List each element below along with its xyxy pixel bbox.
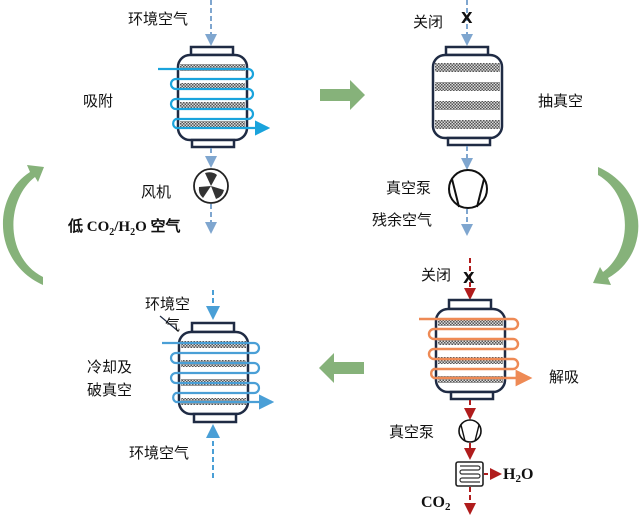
vessel-bottom-flange	[192, 412, 238, 424]
sorbent-bed	[435, 63, 500, 72]
water-label: H2O	[503, 467, 533, 485]
outlet-text: O 空气	[135, 219, 181, 235]
cooling-inlet-top-label-cont: 气	[165, 316, 181, 334]
evacuation-valve-label: 关闭	[413, 13, 444, 31]
desorption-stage-title: 解吸	[549, 368, 580, 386]
adsorption-stage-title: 吸附	[83, 92, 114, 110]
adsorption-inlet-label: 环境空气	[128, 10, 189, 28]
sorbent-bed	[435, 82, 500, 91]
valve-closed-icon: X	[461, 9, 473, 27]
adsorption-vessel	[158, 0, 271, 234]
sorbent-bed	[438, 338, 503, 345]
fan-icon	[193, 168, 229, 204]
vessel-bottom-flange	[190, 138, 236, 149]
desorption-vessel	[419, 258, 533, 515]
sorbent-bed	[438, 357, 503, 364]
cooling-coil	[162, 341, 275, 410]
outlet-text: /H	[114, 219, 131, 235]
vacuum-pump-icon	[458, 419, 482, 443]
heating-coil	[419, 317, 533, 387]
sorbent-bed	[180, 102, 245, 109]
cycle-arrow-left-icon	[2, 165, 44, 285]
cooling-coil	[158, 67, 271, 136]
sorbent-bed	[180, 64, 245, 71]
cooling-stage-title-line1: 冷却及	[87, 358, 133, 376]
vessel-bottom-flange	[446, 136, 492, 147]
arrow-left-icon	[319, 353, 364, 383]
vacuum-pump-label: 真空泵	[386, 179, 432, 197]
vacuum-pump-icon	[448, 169, 488, 209]
cycle-arrow-right-icon	[593, 167, 639, 285]
water-text: O	[520, 466, 534, 483]
fan-label: 风机	[141, 183, 172, 201]
cooling-inlet-bottom-label: 环境空气	[129, 444, 190, 462]
sorbent-bed	[181, 341, 246, 348]
label-leader-line	[159, 315, 179, 332]
adsorption-outlet-label: 低 CO2/H2O 空气	[68, 219, 181, 238]
sorbent-bed	[180, 83, 245, 90]
cooling-vessel	[159, 290, 275, 478]
arrow-right-icon	[320, 80, 365, 110]
condenser-icon	[455, 461, 484, 487]
vessel-bottom-flange	[449, 390, 495, 401]
cooling-inlet-top-label: 环境空	[145, 295, 191, 313]
residual-air-label: 残余空气	[372, 211, 433, 229]
water-subscript: 2	[515, 473, 521, 485]
vessel-top-flange	[190, 321, 236, 334]
co2-label: CO2	[421, 495, 451, 513]
cooling-stage-title-line2: 破真空	[87, 381, 133, 399]
vacuum-pump-label: 真空泵	[389, 423, 435, 441]
sorbent-bed	[438, 376, 503, 383]
evacuation-stage-title: 抽真空	[538, 92, 584, 110]
sorbent-bed	[438, 319, 503, 326]
vessel-top-flange	[447, 298, 493, 311]
co2-subscript: 2	[445, 501, 451, 513]
sorbent-bed	[180, 121, 245, 128]
water-text: H	[503, 466, 516, 483]
co2-text: CO	[421, 494, 445, 511]
outlet-subscript: 2	[109, 227, 115, 238]
sorbent-bed	[435, 120, 500, 129]
valve-closed-icon: X	[463, 269, 475, 287]
outlet-text: 低 CO	[68, 219, 110, 235]
desorption-valve-label: 关闭	[421, 266, 452, 284]
sorbent-bed	[435, 101, 500, 110]
evacuation-vessel	[431, 0, 504, 236]
outlet-subscript: 2	[130, 227, 136, 238]
